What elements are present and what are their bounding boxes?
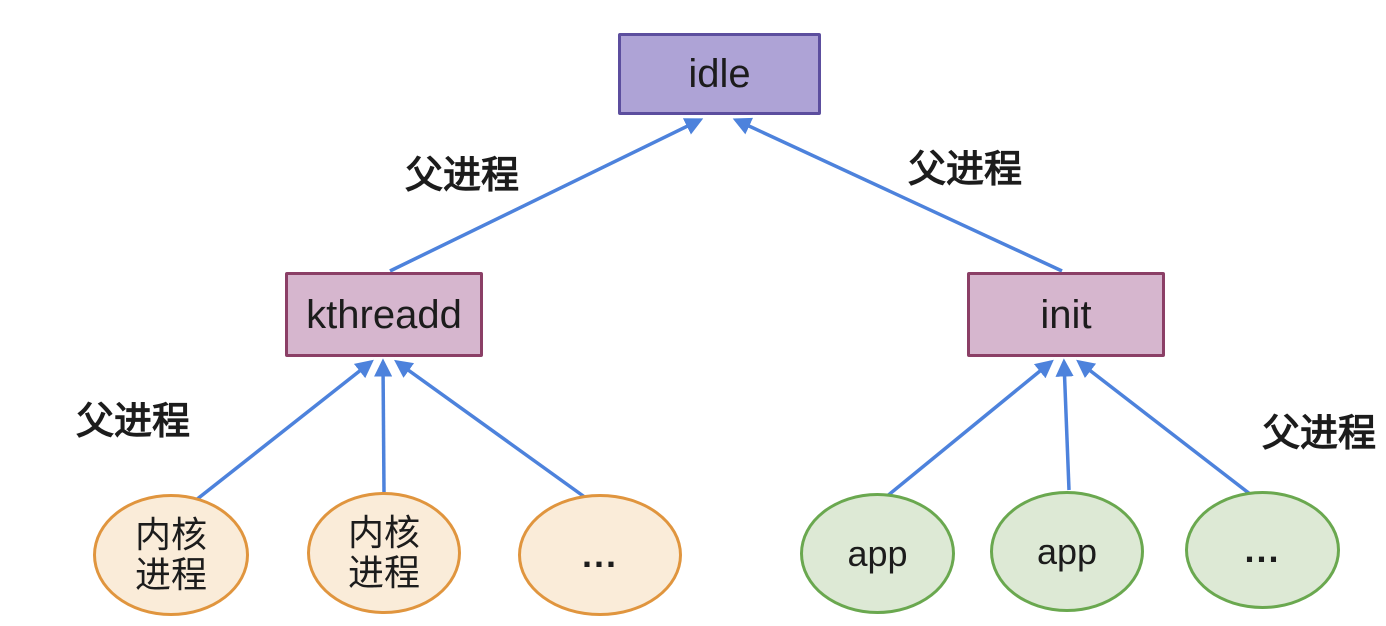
edge-label-parent-bottom-right: 父进程: [1262, 413, 1377, 455]
edge-label-parent-top-right: 父进程: [908, 149, 1023, 191]
node-app-ellipsis: ...: [1185, 491, 1340, 609]
node-app-ellipsis-label: ...: [1244, 529, 1281, 570]
node-kthreadd: kthreadd: [285, 272, 483, 357]
node-kernel-process-ellipsis: ...: [518, 494, 682, 616]
node-kernel-process-2: 内核 进程: [307, 492, 461, 614]
edge-app3-to-init: [1076, 359, 1252, 496]
node-kthreadd-label: kthreadd: [306, 292, 462, 337]
node-init-label: init: [1040, 292, 1092, 337]
edge-kernel2-to-kthreadd: [374, 358, 393, 493]
node-app-2: app: [990, 491, 1144, 612]
edge-kernel3-to-kthreadd: [394, 359, 588, 500]
edge-app1-to-init: [884, 359, 1054, 499]
node-idle-label: idle: [688, 52, 751, 96]
node-app-1: app: [800, 493, 955, 614]
node-init: init: [967, 272, 1165, 357]
edge-kernel1-to-kthreadd: [194, 359, 374, 502]
edge-app2-to-init: [1055, 358, 1074, 491]
node-app-1-label: app: [847, 532, 908, 574]
edge-label-parent-top-left: 父进程: [405, 155, 520, 197]
node-kernel-process-2-label: 内核 进程: [347, 512, 420, 593]
node-kernel-process-1-label: 内核 进程: [134, 514, 207, 595]
node-kernel-process-ellipsis-label: ...: [581, 534, 618, 575]
node-idle: idle: [618, 33, 821, 115]
edge-label-parent-bottom-left: 父进程: [76, 401, 191, 443]
node-kernel-process-1: 内核 进程: [93, 494, 249, 616]
node-app-2-label: app: [1036, 530, 1098, 572]
